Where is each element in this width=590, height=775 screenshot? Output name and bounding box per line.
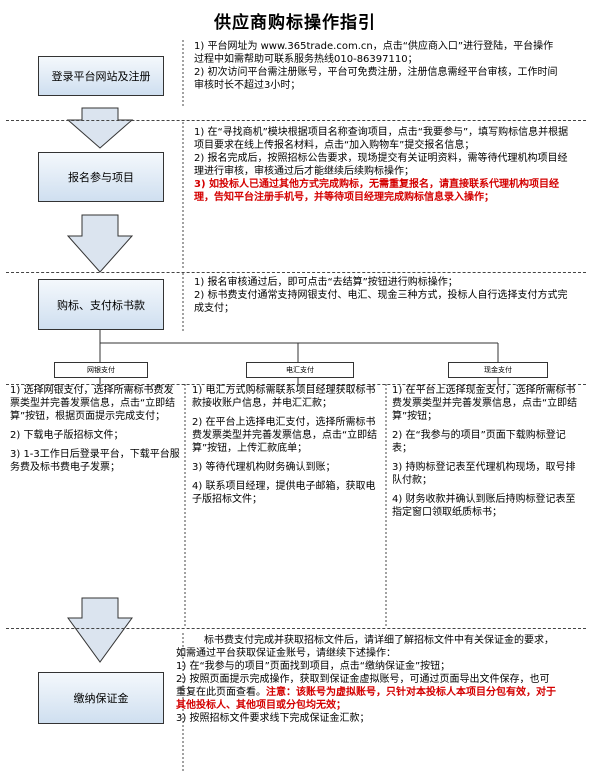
step-login-register: 登录平台网站及注册 — [38, 56, 164, 96]
payment-method-label: 网银支付 — [87, 366, 115, 374]
arrow-1 — [66, 107, 134, 149]
description-line: 标书费支付完成并获取招标文件后，请详细了解招标文件中有关保证金的要求，如需通过平… — [176, 635, 554, 659]
arrow-2 — [66, 214, 134, 273]
list-item: 1) 在平台上选择现金支付，选择所需标书费发票类型并完善发票信息，点击“立即结算… — [392, 385, 578, 422]
step-pay-deposit: 缴纳保证金 — [38, 672, 164, 724]
step-label: 报名参与项目 — [68, 171, 134, 184]
payment-method-label: 电汇支付 — [286, 366, 314, 374]
cash-steps: 1) 在平台上选择现金支付，选择所需标书费发票类型并完善发票信息，点击“立即结算… — [392, 384, 582, 626]
description-line: 2) 按照页面提示完成操作，获取到保证金虚拟账号，可通过页面导出文件保存，也可重… — [176, 674, 550, 698]
list-item: 3) 等待代理机构财务确认到账； — [192, 462, 336, 473]
payment-method-cash: 现金支付 — [448, 362, 548, 378]
description-line: 1) 在“我参与的项目”页面找到项目，点击“缴纳保证金”按钮； — [176, 661, 451, 672]
payment-method-online-banking: 网银支付 — [54, 362, 148, 378]
payment-method-label: 现金支付 — [484, 366, 512, 374]
arrow-3 — [67, 597, 133, 663]
description-line: 1) 在“寻找商机”模块根据项目名称查询项目，点击“我要参与”，填写购标信息并根… — [194, 127, 569, 151]
step-label: 购标、支付标书款 — [57, 298, 145, 312]
list-item: 2) 在“我参与的项目”页面下载购标登记表； — [392, 430, 566, 454]
step-deposit-description: 标书费支付完成并获取招标文件后，请详细了解招标文件中有关保证金的要求，如需通过平… — [176, 634, 556, 725]
step-label: 登录平台网站及注册 — [51, 70, 151, 83]
list-item: 4) 财务收款并确认到账后持购标登记表至指定窗口领取纸质标书； — [392, 494, 576, 518]
step-enroll-description: 1) 在“寻找商机”模块根据项目名称查询项目，点击“我要参与”，填写购标信息并根… — [194, 126, 572, 204]
payment-method-wire-transfer: 电汇支付 — [246, 362, 354, 378]
description-line: 3) 按照招标文件要求线下完成保证金汇款； — [176, 713, 370, 724]
divider — [6, 272, 586, 273]
list-item: 4) 联系项目经理，提供电子邮箱，获取电子版招标文件； — [192, 481, 376, 505]
page-title: 供应商购标操作指引 — [214, 13, 376, 33]
step-enroll-project: 报名参与项目 — [38, 152, 164, 202]
step-purchase-description: 1) 报名审核通过后，即可点击“去结算”按钮进行购标操作； 2) 标书费支付通常… — [194, 276, 572, 315]
divider — [6, 628, 586, 629]
list-item: 1) 选择网银支付，选择所需标书费发票类型并完善发票信息，点击“立即结算”按钮，… — [10, 385, 176, 422]
list-item: 3) 1-3工作日后登录平台，下载平台服务费及标书费电子发票； — [10, 449, 180, 473]
wire-transfer-steps: 1) 电汇方式购标需联系项目经理获取标书款接收账户信息，并电汇汇款； 2) 在平… — [192, 384, 380, 626]
divider — [6, 120, 586, 121]
important-note: 3) 如投标人已通过其他方式完成购标，无需重复报名，请直接联系代理机构项目经理，… — [194, 179, 560, 203]
list-item: 1) 电汇方式购标需联系项目经理获取标书款接收账户信息，并电汇汇款； — [192, 385, 376, 409]
description-line: 1) 报名审核通过后，即可点击“去结算”按钮进行购标操作； — [194, 277, 458, 288]
online-banking-steps: 1) 选择网银支付，选择所需标书费发票类型并完善发票信息，点击“立即结算”按钮，… — [10, 384, 180, 626]
description-line: 2) 标书费支付通常支持网银支付、电汇、现金三种方式，投标人自行选择支付方式完成… — [194, 290, 568, 314]
step-login-description: 1) 平台网址为 www.365trade.com.cn，点击“供应商入口”进行… — [194, 40, 562, 92]
step-purchase-pay: 购标、支付标书款 — [38, 279, 164, 330]
important-note: 注意：该账号为虚拟账号，只针对本投标人本项目分包有效，对于其他投标人、其他项目或… — [176, 687, 556, 711]
description-line: 2) 报名完成后，按照招标公告要求，现场提交有关证明资料，需等待代理机构项目经理… — [194, 153, 568, 177]
list-item: 2) 下载电子版招标文件； — [10, 430, 124, 441]
list-item: 2) 在平台上选择电汇支付，选择所需标书费发票类型并完善发票信息，点击“立即结算… — [192, 417, 378, 454]
step-label: 缴纳保证金 — [73, 692, 129, 705]
list-item: 3) 持购标登记表至代理机构现场，取号排队付款； — [392, 462, 576, 486]
description-line: 1) 平台网址为 www.365trade.com.cn，点击“供应商入口”进行… — [194, 41, 554, 65]
description-line: 2) 初次访问平台需注册账号，平台可免费注册，注册信息需经平台审核，工作时间审核… — [194, 67, 558, 91]
divider — [6, 384, 586, 385]
